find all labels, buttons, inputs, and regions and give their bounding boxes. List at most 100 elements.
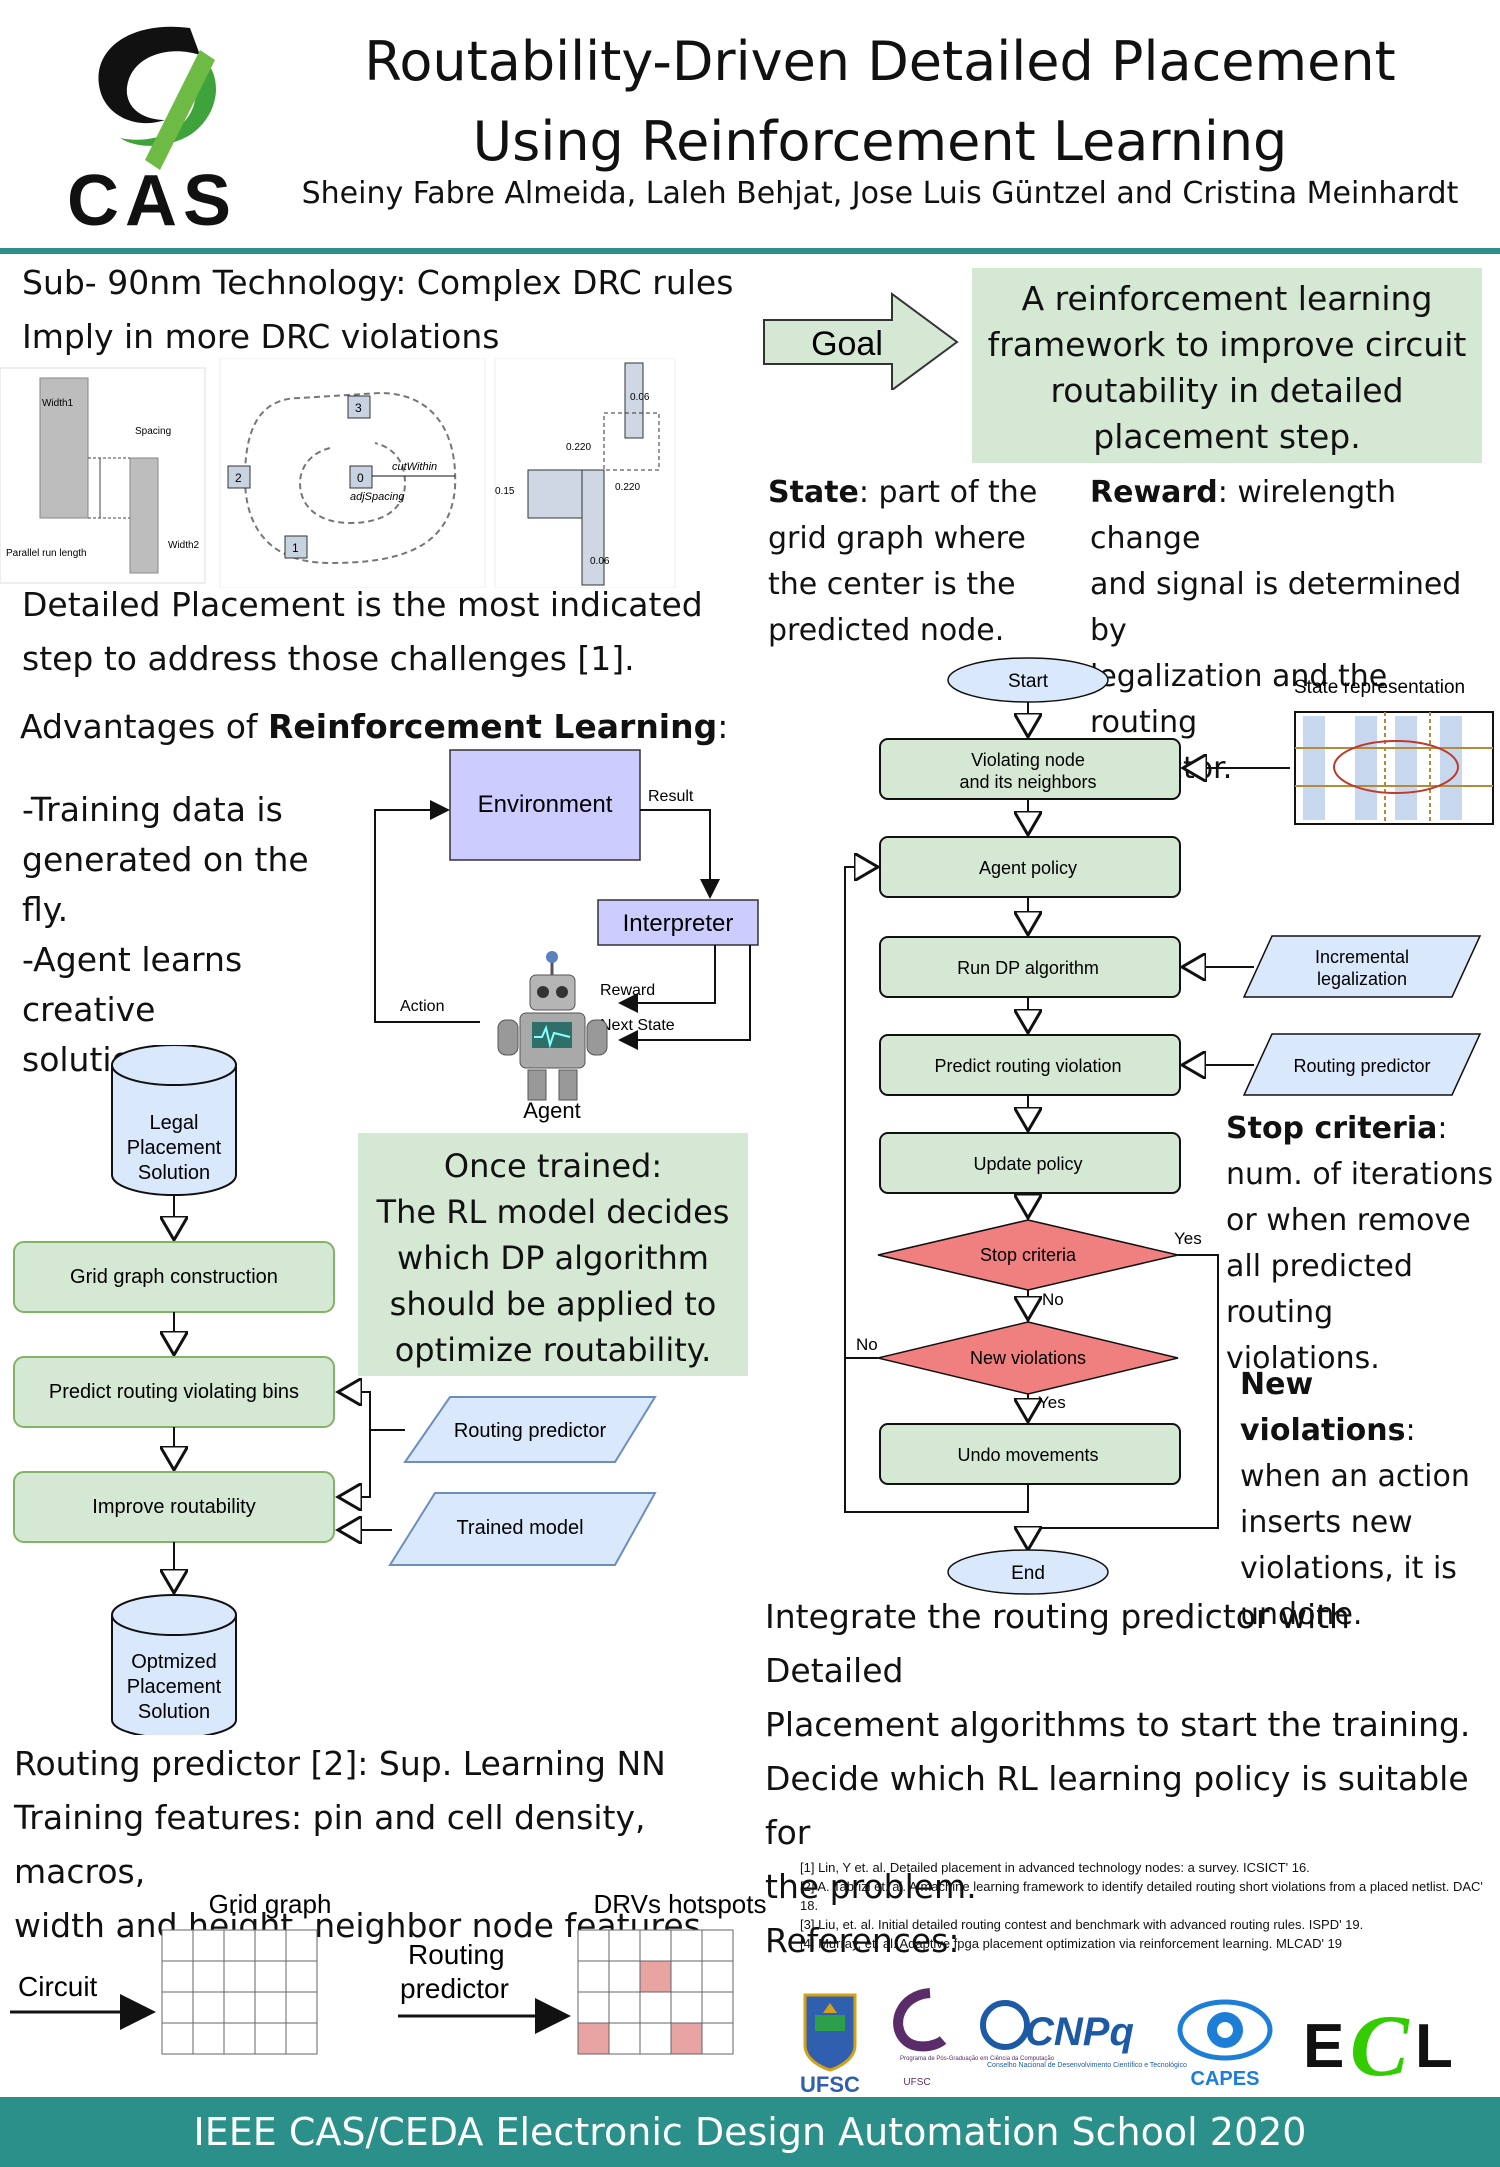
grid-cell bbox=[192, 1991, 225, 2024]
svg-text:Next State: Next State bbox=[600, 1017, 675, 1034]
grid-cell bbox=[254, 1991, 287, 2024]
svg-text:DRVs hotspots: DRVs hotspots bbox=[594, 1890, 767, 1919]
sponsor-logos: UFSC Programa de Pós-Graduação em Ciênci… bbox=[800, 1988, 1453, 2095]
advantages-heading: Advantages of Reinforcement Learning: bbox=[20, 707, 729, 746]
svg-text:0.06: 0.06 bbox=[630, 392, 650, 403]
svg-text:Routing predictor: Routing predictor bbox=[1293, 1056, 1430, 1076]
svg-text:Stop criteria: Stop criteria bbox=[980, 1245, 1077, 1265]
svg-text:Yes: Yes bbox=[1038, 1393, 1066, 1412]
svg-text:CAPES: CAPES bbox=[1191, 2068, 1260, 2090]
routing-predictor-text: Routing predictor [2]: Sup. Learning NN … bbox=[14, 1744, 712, 1945]
trained-model-box: Once trained: The RL model decides which… bbox=[358, 1133, 748, 1376]
grid-cell bbox=[192, 2022, 225, 2055]
state-definition: State: part of the grid graph where the … bbox=[768, 475, 1038, 648]
ecl-logo: E C L bbox=[1303, 1998, 1453, 2095]
svg-text:Improve routability: Improve routability bbox=[92, 1496, 255, 1518]
svg-text:L: L bbox=[1415, 2012, 1453, 2081]
svg-text:Legal: Legal bbox=[150, 1112, 199, 1134]
svg-text:Action: Action bbox=[400, 998, 444, 1015]
state-representation-image bbox=[1294, 711, 1494, 825]
svg-text:0.220: 0.220 bbox=[615, 482, 640, 493]
placement-flow-diagram: Legal Placement Solution Grid graph cons… bbox=[13, 1045, 657, 1735]
grid-cell bbox=[701, 2022, 734, 2055]
grid-cell bbox=[608, 1991, 641, 2024]
svg-text:State representation: State representation bbox=[1294, 677, 1465, 698]
cas-logo-text: CAS bbox=[67, 161, 237, 235]
goal-box: A reinforcement learning framework to im… bbox=[972, 268, 1482, 463]
grid-cell bbox=[670, 1929, 703, 1962]
svg-text:Conselho Nacional de Desenvolv: Conselho Nacional de Desenvolvimento Cie… bbox=[987, 2062, 1187, 2069]
svg-text:Parallel run length: Parallel run length bbox=[6, 548, 87, 559]
rl-loop-diagram: Environment Interpreter Result Reward Ne… bbox=[374, 749, 759, 1123]
references-list: [1] Lin, Y et. al. Detailed placement in… bbox=[800, 1860, 1483, 1951]
svg-text:Grid graph: Grid graph bbox=[209, 1890, 332, 1919]
new-violations-note: New violations: when an action inserts n… bbox=[1240, 1367, 1470, 1632]
svg-text:Spacing: Spacing bbox=[135, 426, 171, 437]
svg-text:Routing: Routing bbox=[408, 1939, 505, 1970]
svg-text:Run DP algorithm: Run DP algorithm bbox=[957, 958, 1099, 978]
grid-cell bbox=[670, 1991, 703, 2024]
svg-text:cutWithin: cutWithin bbox=[392, 461, 437, 473]
svg-text:Width1: Width1 bbox=[42, 398, 74, 409]
future-work-text: Integrate the routing predictor with Det… bbox=[765, 1597, 1471, 1960]
grid-cell bbox=[670, 1960, 703, 1993]
grid-cell bbox=[608, 2022, 641, 2055]
svg-text:Width2: Width2 bbox=[168, 540, 200, 551]
ppgcc-logo: Programa de Pós-Graduação em Ciência da … bbox=[893, 1988, 1055, 2088]
grid-cell bbox=[639, 1991, 672, 2024]
svg-text:3: 3 bbox=[355, 401, 362, 415]
legal-placement-cylinder bbox=[111, 1045, 237, 1196]
grid-cell bbox=[577, 1960, 610, 1993]
svg-text:Optmized: Optmized bbox=[131, 1651, 217, 1673]
svg-text:Goal: Goal bbox=[811, 325, 883, 363]
intro-text: Sub- 90nm Technology: Complex DRC rules … bbox=[22, 263, 734, 356]
grid-cell bbox=[192, 1929, 225, 1962]
svg-text:Placement: Placement bbox=[127, 1137, 222, 1159]
grid-cell bbox=[161, 2022, 194, 2055]
grid-cell bbox=[701, 1991, 734, 2024]
grid-cell bbox=[192, 1960, 225, 1993]
svg-text:Interpreter: Interpreter bbox=[623, 910, 734, 937]
grid-cell bbox=[285, 1991, 318, 2024]
grid-cell bbox=[223, 1991, 256, 2024]
grid-graph bbox=[161, 1929, 318, 2055]
svg-text:Predict routing violating bins: Predict routing violating bins bbox=[49, 1381, 299, 1403]
svg-text:predictor: predictor bbox=[400, 1973, 509, 2004]
interpreter-box bbox=[597, 899, 759, 946]
grid-cell bbox=[577, 1929, 610, 1962]
svg-text:1: 1 bbox=[292, 541, 299, 555]
ufsc-logo: UFSC bbox=[800, 1993, 860, 2095]
svg-text:Undo movements: Undo movements bbox=[957, 1445, 1098, 1465]
svg-text:Predict routing violation: Predict routing violation bbox=[934, 1056, 1121, 1076]
drc-rules-figure: Width1 Spacing Width2 Parallel run lengt… bbox=[0, 358, 676, 588]
goal-arrow: Goal bbox=[763, 292, 959, 390]
rl-training-flowchart: Start Violating node and its neighbors A… bbox=[844, 657, 1494, 1595]
svg-text:legalization: legalization bbox=[1317, 969, 1407, 989]
grid-cell bbox=[701, 1929, 734, 1962]
svg-text:Solution: Solution bbox=[138, 1701, 210, 1723]
svg-text:Agent policy: Agent policy bbox=[979, 858, 1077, 878]
hotspot-cell bbox=[639, 1960, 672, 1993]
authors: Sheiny Fabre Almeida, Laleh Behjat, Jose… bbox=[301, 176, 1459, 211]
svg-text:C: C bbox=[1350, 1998, 1410, 2095]
grid-cell bbox=[285, 1929, 318, 1962]
dp-text: Detailed Placement is the most indicated… bbox=[22, 585, 703, 678]
grid-cell bbox=[285, 2022, 318, 2055]
svg-text:Grid graph construction: Grid graph construction bbox=[70, 1266, 278, 1288]
svg-text:Circuit: Circuit bbox=[18, 1971, 98, 2002]
hotspot-cell bbox=[670, 2022, 703, 2055]
grid-cell bbox=[223, 1960, 256, 1993]
svg-text:Trained model: Trained model bbox=[456, 1517, 583, 1539]
grid-cell bbox=[161, 1991, 194, 2024]
grid-cell bbox=[701, 1960, 734, 1993]
robot-icon bbox=[497, 951, 608, 1101]
grid-cell bbox=[608, 1929, 641, 1962]
grid-cell bbox=[285, 1960, 318, 1993]
svg-text:Violating node: Violating node bbox=[971, 750, 1085, 770]
svg-text:adjSpacing: adjSpacing bbox=[350, 491, 405, 503]
grid-cell bbox=[639, 2022, 672, 2055]
drv-hotspot-grid bbox=[577, 1929, 734, 2055]
svg-text:End: End bbox=[1011, 1563, 1045, 1584]
advantage-1: -Training data is generated on the fly. bbox=[22, 790, 309, 929]
svg-text:Routing predictor: Routing predictor bbox=[454, 1420, 607, 1442]
